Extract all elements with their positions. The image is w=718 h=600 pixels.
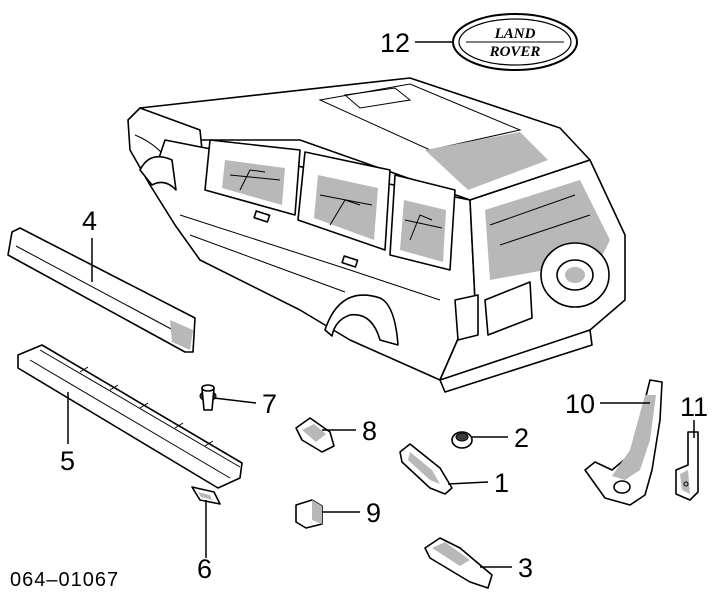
part-7-clip: [199, 384, 217, 411]
callout-12: 12: [380, 28, 410, 58]
part-10-rear-mud-flap: [584, 379, 663, 506]
part-11-bracket: [675, 431, 699, 501]
callout-2: 2: [514, 423, 529, 453]
part-8-trim-piece: [295, 417, 335, 453]
part-1-mud-flap: [399, 443, 453, 495]
diagram-code: 064–01067: [10, 569, 119, 591]
part-4-sill-trim: [7, 227, 196, 353]
callout-10: 10: [565, 389, 595, 419]
badge-text-line1: LAND: [494, 26, 536, 42]
callout-6: 6: [197, 554, 212, 584]
callout-3: 3: [518, 553, 533, 583]
callout-5: 5: [60, 446, 75, 476]
part-2-grommet: [451, 431, 473, 449]
part-12-land-rover-badge: LAND ROVER: [452, 13, 578, 71]
leader-lines: [67, 41, 695, 568]
callout-9: 9: [366, 498, 381, 528]
part-6-bracket: [191, 486, 221, 505]
callout-4: 4: [82, 206, 97, 236]
part-3-bracket: [424, 537, 493, 589]
part-9-mounting-block: [295, 499, 323, 529]
callout-numbers: 12 4 5 6 7 8 2 1 9 3 10 11: [60, 28, 708, 584]
vehicle-body-shell: [127, 77, 626, 393]
callout-7: 7: [262, 389, 277, 419]
callout-8: 8: [362, 416, 377, 446]
part-5-sill-channel: [17, 344, 243, 489]
leader-7: [213, 397, 257, 404]
callout-11: 11: [680, 392, 708, 422]
leader-1: [447, 481, 489, 485]
badge-text-line2: ROVER: [489, 44, 541, 60]
callout-1: 1: [494, 468, 509, 498]
